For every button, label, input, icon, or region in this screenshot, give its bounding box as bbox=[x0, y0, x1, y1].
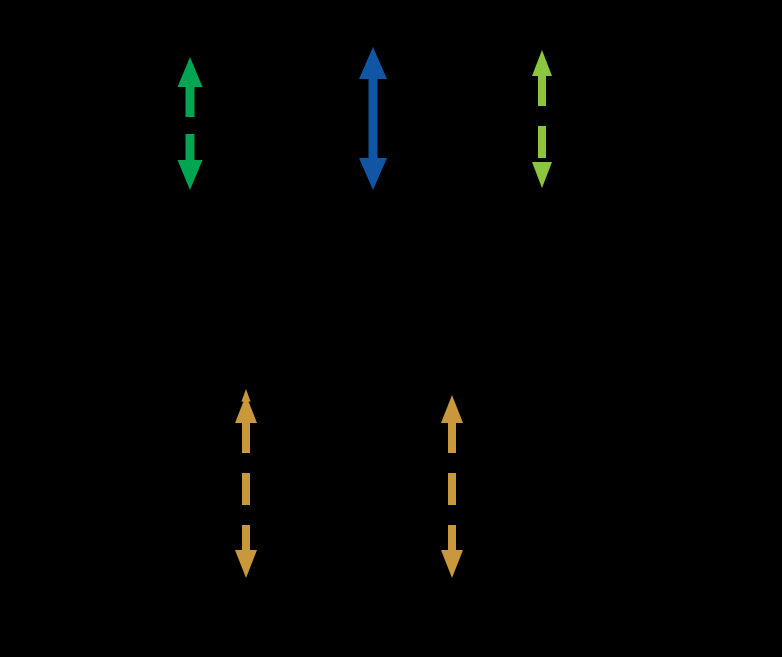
arrow-goldenrod-bottom-right bbox=[441, 395, 463, 578]
arrow-light-green-top-right bbox=[532, 50, 552, 188]
arrow-dark-green-top-left bbox=[177, 57, 203, 190]
arrow-blue-top-center bbox=[359, 47, 387, 190]
arrow-goldenrod-bottom-left bbox=[235, 389, 257, 578]
